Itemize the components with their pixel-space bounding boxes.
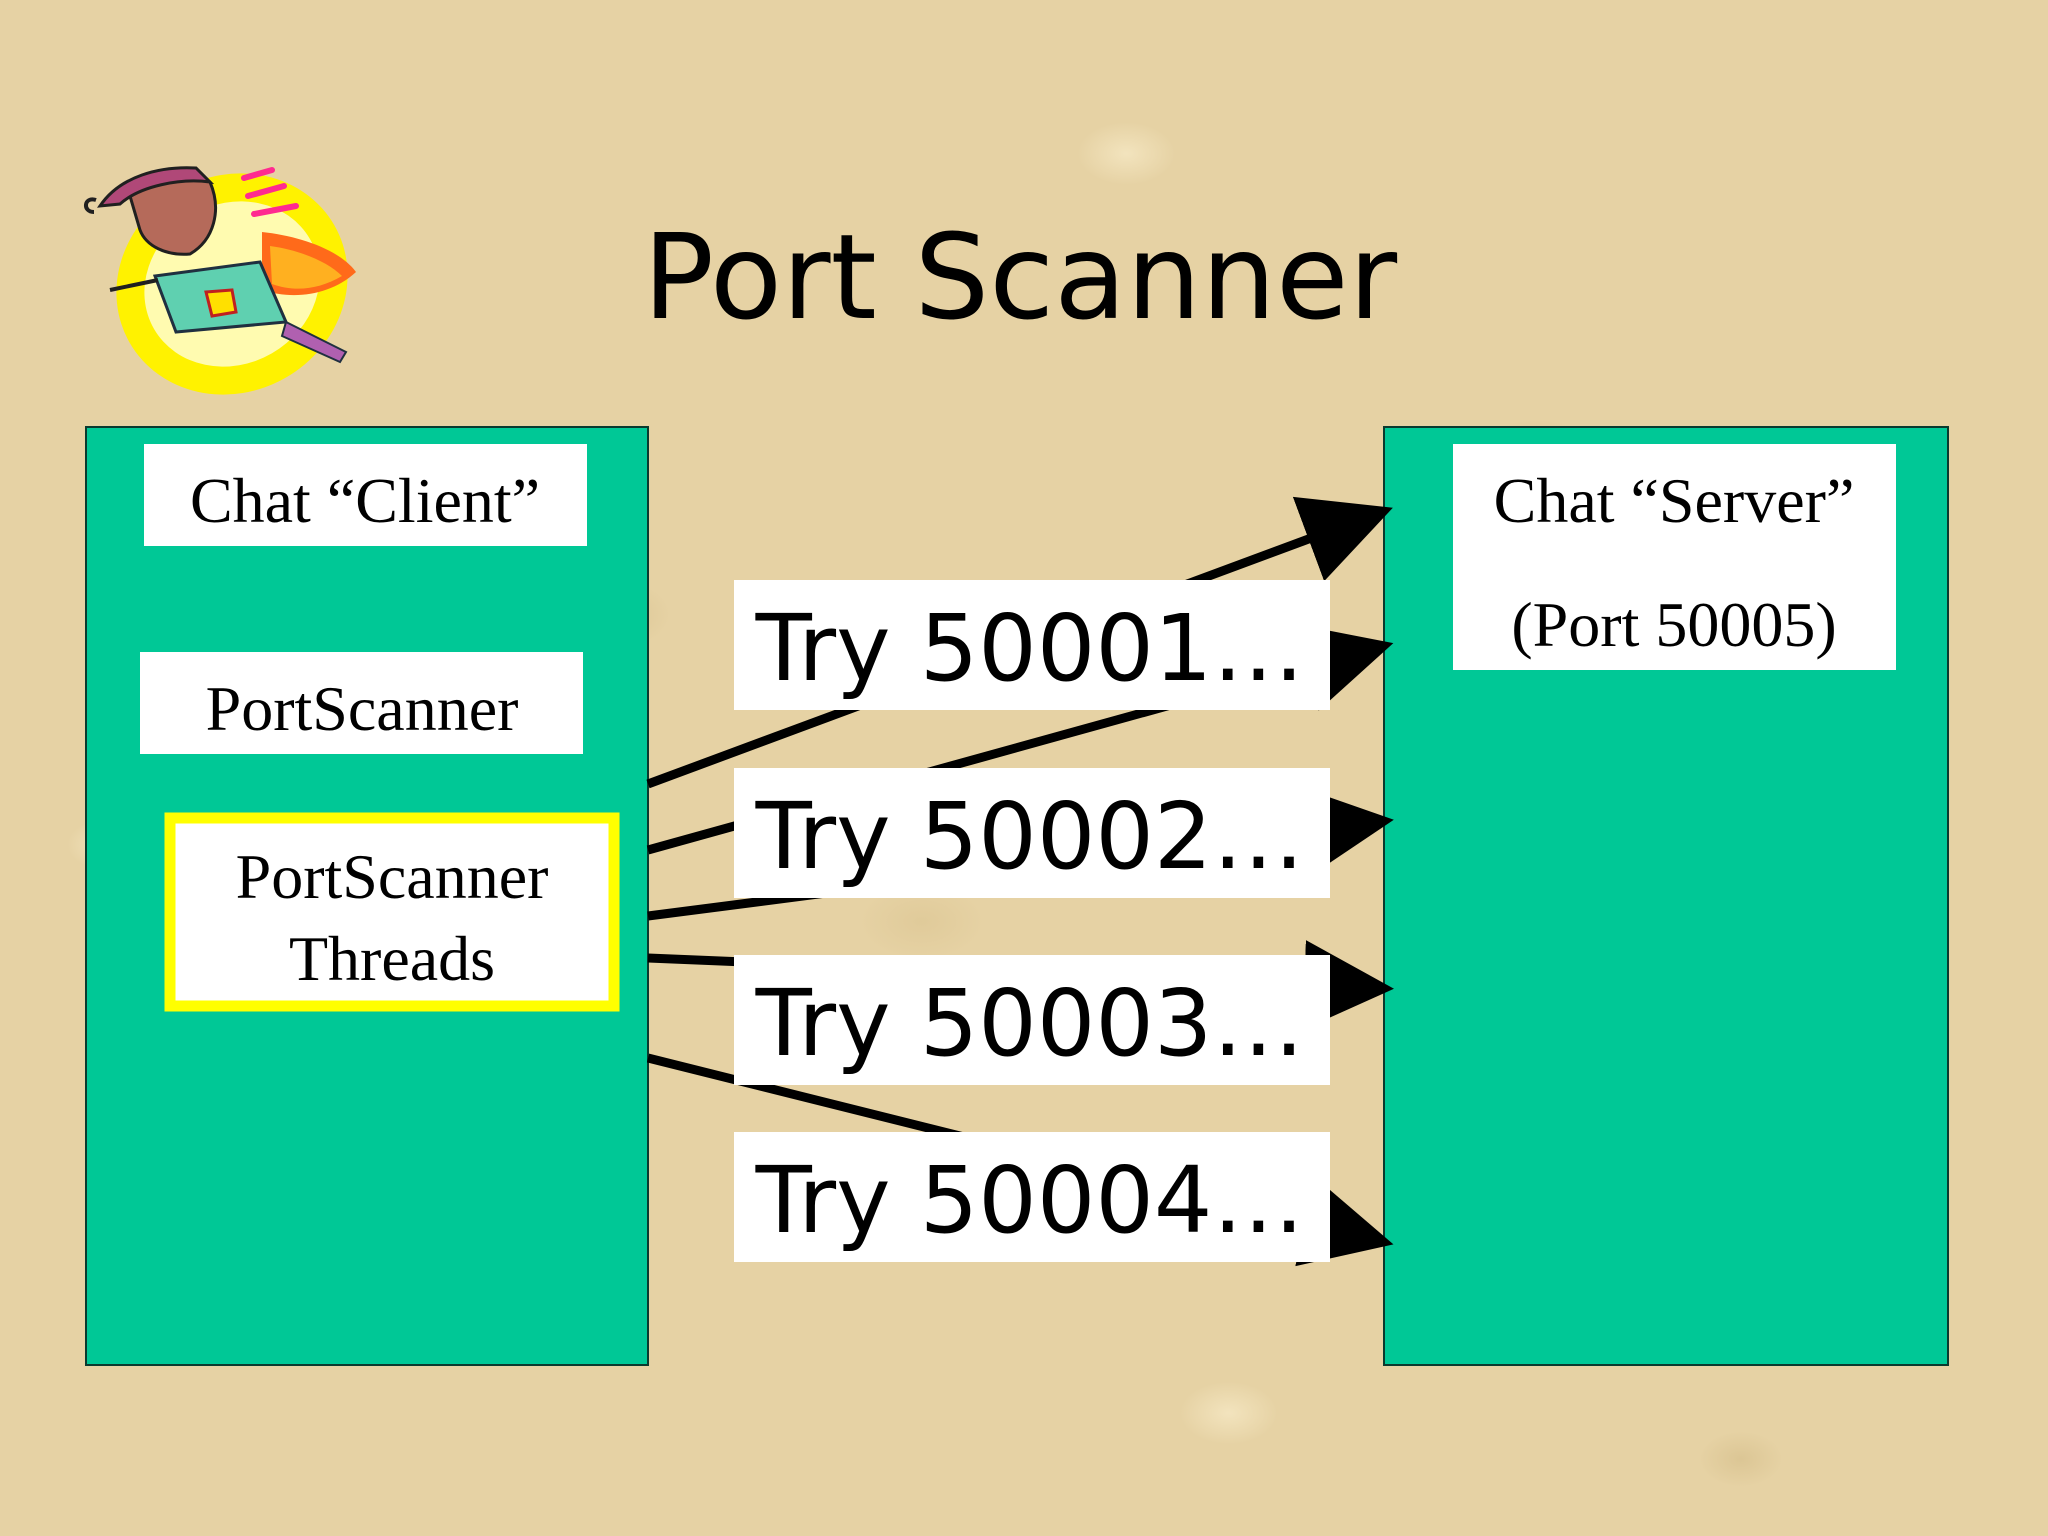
client-title-box — [144, 444, 587, 546]
try-label-3: Try 50003… — [755, 970, 1305, 1077]
try-box-3: Try 50003… — [734, 955, 1330, 1085]
server-title: Chat “Server” — [1494, 465, 1855, 536]
try-box-1: Try 50001… — [734, 580, 1330, 710]
threads-label-line-2: Threads — [289, 923, 495, 994]
portscanner-box — [140, 652, 583, 754]
try-label-2: Try 50002… — [755, 783, 1305, 890]
client-title: Chat “Client” — [190, 465, 540, 536]
try-label-4: Try 50004… — [755, 1147, 1305, 1254]
try-label-1: Try 50001… — [755, 595, 1305, 702]
portscanner-threads-box — [164, 812, 620, 1012]
threads-label-line-1: PortScanner — [236, 841, 549, 912]
server-port-label: (Port 50005) — [1511, 589, 1836, 660]
try-box-2: Try 50002… — [734, 768, 1330, 898]
try-box-4: Try 50004… — [734, 1132, 1330, 1262]
server-title-box — [1453, 444, 1896, 670]
portscanner-label: PortScanner — [206, 673, 519, 744]
page-title: Port Scanner — [643, 208, 1398, 346]
flying-superhero-icon — [84, 166, 356, 395]
